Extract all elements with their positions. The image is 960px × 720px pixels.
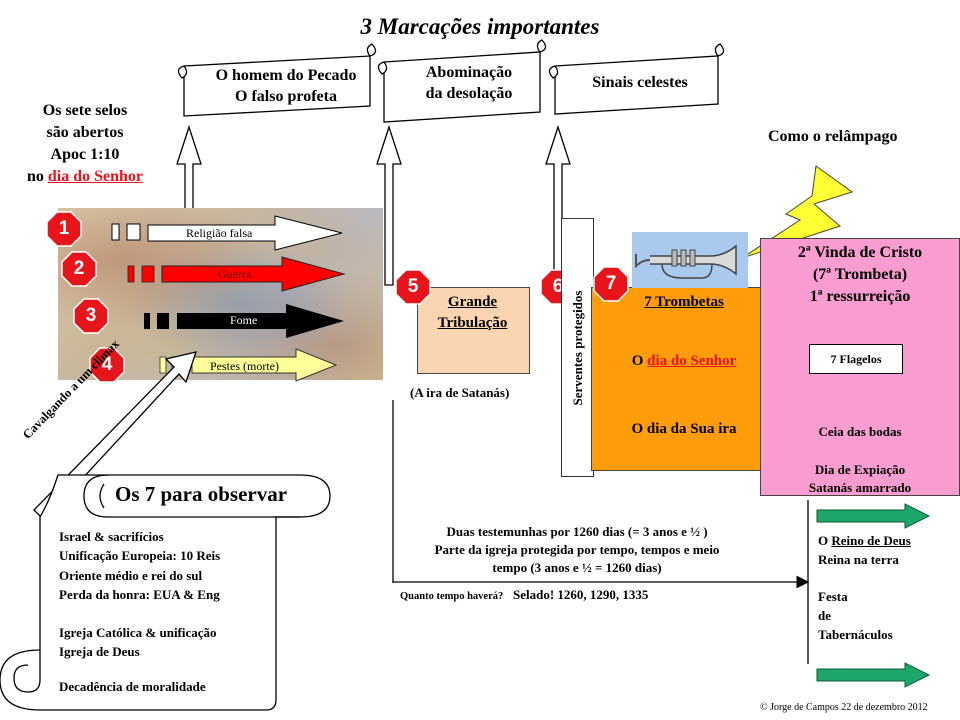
rider-arrows xyxy=(111,215,346,382)
observe-item: Oriente médio e rei do sul xyxy=(59,567,203,583)
rider-label-1: Religião falsa xyxy=(186,226,253,240)
wedding-supper: Ceia das bodas xyxy=(818,424,902,439)
observe-item: Perda da honra: EUA & Eng xyxy=(59,586,220,602)
rider-label-4: Pestes (morte) xyxy=(210,359,279,373)
protected-servants-label: Serventes protegidos xyxy=(569,290,585,405)
arrow-religion xyxy=(111,215,343,251)
great-tribulation-title: Grande Tribulação xyxy=(417,292,528,334)
trumpets-day-of-wrath: O dia da Sua ira xyxy=(631,421,737,437)
observe-scroll xyxy=(0,474,331,711)
scroll-banner-2 xyxy=(377,39,547,123)
page-title: 3 Marcações importantes xyxy=(360,14,600,39)
seals-text: Os sete selos são abertos Apoc 1:10 no d… xyxy=(10,100,160,188)
scroll-2-line2: da desolação xyxy=(425,85,513,102)
kingdom-line3: Festa xyxy=(818,589,848,604)
observe-list: Israel & sacrifícios Unificação Europeia… xyxy=(59,527,273,696)
timeline-line3: tempo (3 anos e ½ = 1260 dias) xyxy=(492,560,662,575)
marker-7: 7 xyxy=(593,266,629,302)
observe-item xyxy=(59,662,273,677)
scroll-banner-1 xyxy=(177,43,377,117)
timeline-text: Duas testemunhas por 1260 dias (= 3 anos… xyxy=(392,523,762,577)
great-tribulation-box xyxy=(417,287,530,374)
answer-text: Selado! 1260, 1290, 1335 xyxy=(513,587,649,602)
copyright: © Jorge de Campos 22 de dezembro 2012 xyxy=(760,702,928,713)
seal-marker-2: 2 xyxy=(61,251,97,287)
lightning-label: Como o relâmpago xyxy=(768,128,898,145)
timeline-question: Quanto tempo haverá? Selado! 1260, 1290,… xyxy=(400,587,648,603)
kingdom-line2: Reina na terra xyxy=(818,552,899,567)
scroll-2-text: Abominação da desolação xyxy=(395,62,543,104)
scroll-1-line2: O falso profeta xyxy=(235,88,337,105)
observe-item: Unificação Europeia: 10 Reis xyxy=(59,548,221,564)
arrow-war xyxy=(127,256,346,292)
second-coming-line2: (7ª Trombeta) xyxy=(812,266,908,283)
seven-trumpets-box xyxy=(591,287,779,471)
seal-marker-3: 3 xyxy=(73,298,109,334)
seven-plagues-box: 7 Flagelos xyxy=(809,344,903,374)
second-coming-line1: 2ª Vinda de Cristo xyxy=(797,244,923,261)
seals-line4: no dia do Senhor xyxy=(26,168,144,185)
atonement-day: Dia de Expiação xyxy=(814,462,906,477)
seals-line2: são abertos xyxy=(46,124,124,141)
second-coming-line3: 1ª ressurreição xyxy=(809,288,911,305)
scroll-2-line1: Abominação xyxy=(425,64,513,81)
question-text: Quanto tempo haverá? xyxy=(400,591,504,602)
kingdom-line5: Tabernáculos xyxy=(818,627,893,642)
observe-item: Igreja de Deus xyxy=(59,644,140,660)
observe-item: Decadência de moralidade xyxy=(59,678,206,694)
tribulation-line1: Grande xyxy=(447,294,498,310)
timeline-line2: Parte da igreja protegida por tempo, tem… xyxy=(434,542,720,557)
observe-item: Israel & sacrifícios xyxy=(59,529,164,544)
scroll-1-text: O homem do Pecado O falso profeta xyxy=(196,65,376,107)
timeline-line1: Duas testemunhas por 1260 dias (= 3 anos… xyxy=(446,524,708,539)
observe-title: Os 7 para observar xyxy=(115,482,288,506)
up-arrows xyxy=(176,124,571,286)
trumpets-day-of-lord-link[interactable]: dia do Senhor xyxy=(647,353,737,369)
scroll-3-line1: Sinais celestes xyxy=(592,74,688,91)
observe-item: Igreja Católica & unificação xyxy=(59,625,217,641)
seals-line3: Apoc 1:10 xyxy=(50,146,120,163)
scroll-1-line1: O homem do Pecado xyxy=(215,67,357,84)
trumpet-icon xyxy=(635,244,737,279)
kingdom-line4: de xyxy=(818,608,831,623)
marker-5: 5 xyxy=(395,269,431,305)
rider-label-3: Fome xyxy=(230,313,258,327)
seal-marker-1: 1 xyxy=(46,211,82,247)
observe-item xyxy=(59,604,273,623)
day-of-lord-link[interactable]: dia do Senhor xyxy=(47,168,144,185)
satan-wrath-caption: (A ira de Satanás) xyxy=(410,385,510,400)
rider-label-2: Guerra xyxy=(218,267,252,281)
protected-servants-box: Serventes protegidos xyxy=(561,218,594,477)
kingdom-of-god-link[interactable]: Reino de Deus xyxy=(831,533,911,548)
tribulation-line2: Tribulação xyxy=(437,315,508,331)
second-coming-title: 2ª Vinda de Cristo (7ª Trombeta) 1ª ress… xyxy=(760,242,960,308)
trumpets-day-of-lord: O dia do Senhor xyxy=(631,353,737,369)
arrow-famine xyxy=(144,304,344,338)
kingdom-block: O Reino de Deus Reina na terra Festa de … xyxy=(818,531,911,644)
seals-line1: Os sete selos xyxy=(42,102,128,119)
scroll-3-text: Sinais celestes xyxy=(566,72,714,93)
kingdom-line1: O Reino de Deus xyxy=(818,533,911,548)
scroll-banner-3 xyxy=(548,43,725,115)
atonement-block: Dia de Expiação Satanás amarrado xyxy=(770,461,950,497)
trumpets-title: 7 Trombetas xyxy=(644,294,724,310)
seal-marker-4: 4 xyxy=(89,347,125,383)
trumpet-image xyxy=(632,232,748,288)
satan-bound: Satanás amarrado xyxy=(808,480,912,495)
